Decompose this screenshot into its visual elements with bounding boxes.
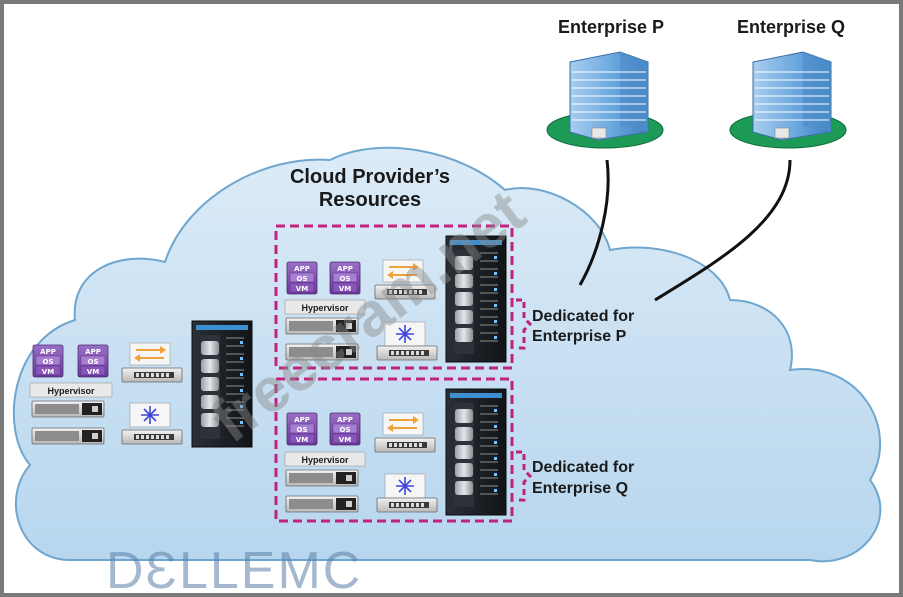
- router-icon: [129, 342, 171, 366]
- hypervisor-label: Hypervisor: [301, 303, 349, 313]
- network-switch: [376, 345, 438, 361]
- link-enterprise-p: [578, 159, 610, 286]
- dedicated-q-line2: Enterprise Q: [532, 480, 628, 497]
- hypervisor-label: Hypervisor: [301, 455, 349, 465]
- enterprise-q-label: Enterprise Q: [737, 17, 845, 37]
- vm-app-label: APP: [337, 416, 353, 424]
- router-icon: [382, 412, 424, 436]
- cloud-title-line1: Cloud Provider’s: [290, 166, 450, 188]
- vm-app-label: APP: [85, 348, 101, 356]
- dedicated-enterprise-p-box: APP OS VM APP OS VM Hypervisor: [274, 224, 533, 370]
- cloud-title-line2: Resources: [319, 189, 421, 211]
- vm-vm-label: VM: [339, 436, 351, 444]
- vm-os-label: OS: [340, 426, 351, 434]
- network-switch: [376, 497, 438, 513]
- hypervisor-label: Hypervisor: [47, 386, 95, 396]
- vm-app-label: APP: [294, 416, 310, 424]
- vm-app-label: APP: [40, 348, 56, 356]
- vm-app-label: APP: [337, 265, 353, 273]
- vm-os-label: OS: [297, 426, 308, 434]
- dedicated-q-line1: Dedicated for: [532, 459, 634, 476]
- dedicated-p-line2: Enterprise P: [532, 328, 627, 345]
- storage-rack: [445, 388, 507, 516]
- vm-vm-label: VM: [339, 285, 351, 293]
- server-unit: [285, 469, 359, 487]
- vm-vm-label: VM: [42, 368, 54, 376]
- link-enterprise-q: [654, 159, 792, 302]
- vm-vm-label: VM: [296, 285, 308, 293]
- network-switch: [121, 429, 183, 445]
- server-unit: [285, 495, 359, 513]
- network-switch: [121, 367, 183, 383]
- vm-vm-label: VM: [296, 436, 308, 444]
- server-unit: [31, 427, 105, 445]
- dell-emc-logo: DƐLLEMC: [106, 542, 362, 597]
- fabric-switch-icon: [129, 402, 171, 428]
- fabric-switch-icon: [384, 473, 426, 499]
- server-unit: [31, 400, 105, 418]
- vm-app-label: APP: [294, 265, 310, 273]
- network-switch: [374, 437, 436, 453]
- vm-os-label: OS: [340, 275, 351, 283]
- shared-resources-group: APP OS VM APP OS VM Hypervisor: [29, 320, 253, 448]
- enterprise-p-label: Enterprise P: [558, 17, 664, 37]
- vm-os-label: OS: [297, 275, 308, 283]
- dedicated-p-line1: Dedicated for: [532, 308, 634, 325]
- vm-os-label: OS: [43, 358, 54, 366]
- vm-os-label: OS: [88, 358, 99, 366]
- dedicated-enterprise-q-box: APP OS VM APP OS VM Hypervisor: [274, 377, 533, 523]
- vm-vm-label: VM: [87, 368, 99, 376]
